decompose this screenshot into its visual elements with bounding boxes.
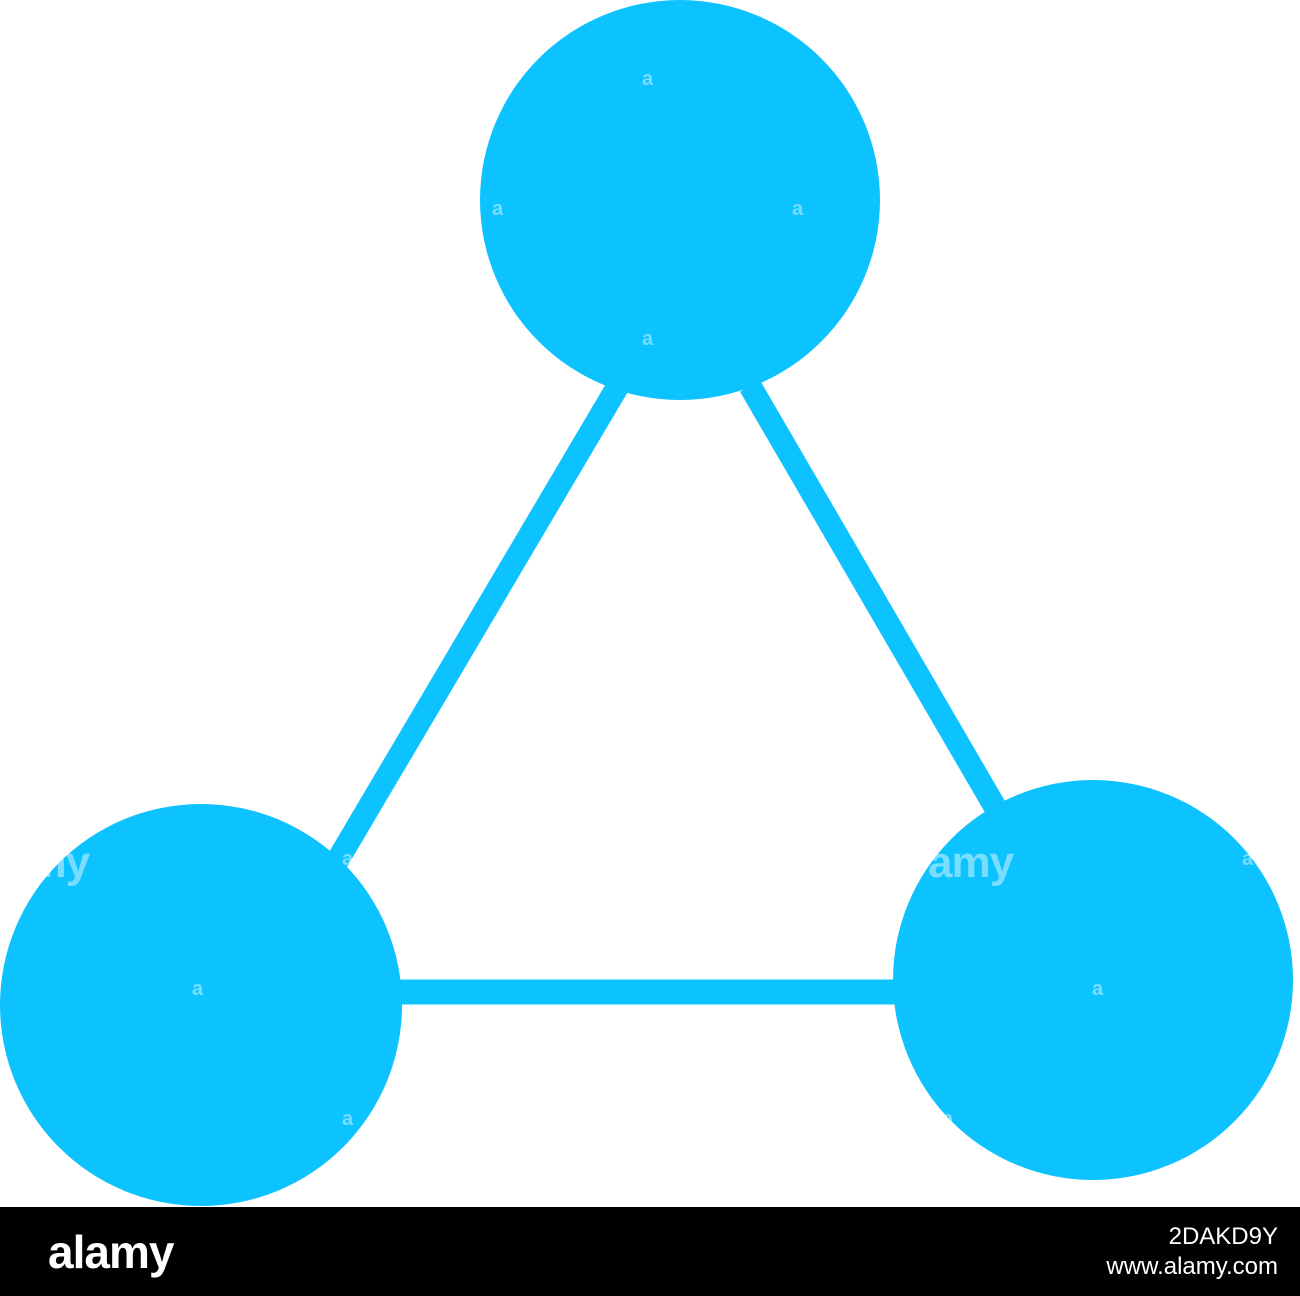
- site-url: www.alamy.com: [1106, 1252, 1278, 1280]
- footer-info: 2DAKD9Y www.alamy.com: [1106, 1222, 1278, 1280]
- icon-canvas: [0, 0, 1293, 1206]
- node-bottom-right: [893, 780, 1293, 1180]
- brand-logo: alamy: [48, 1225, 174, 1278]
- network-triangle-icon: [0, 0, 1293, 1206]
- edge-top-to-bottom-left: [323, 380, 628, 874]
- node-top: [480, 0, 880, 400]
- footer-bar: alamy 2DAKD9Y www.alamy.com: [0, 1207, 1300, 1296]
- edge-top-to-bottom-right: [740, 380, 1008, 818]
- node-bottom-left: [0, 804, 402, 1206]
- image-id: 2DAKD9Y: [1168, 1222, 1278, 1250]
